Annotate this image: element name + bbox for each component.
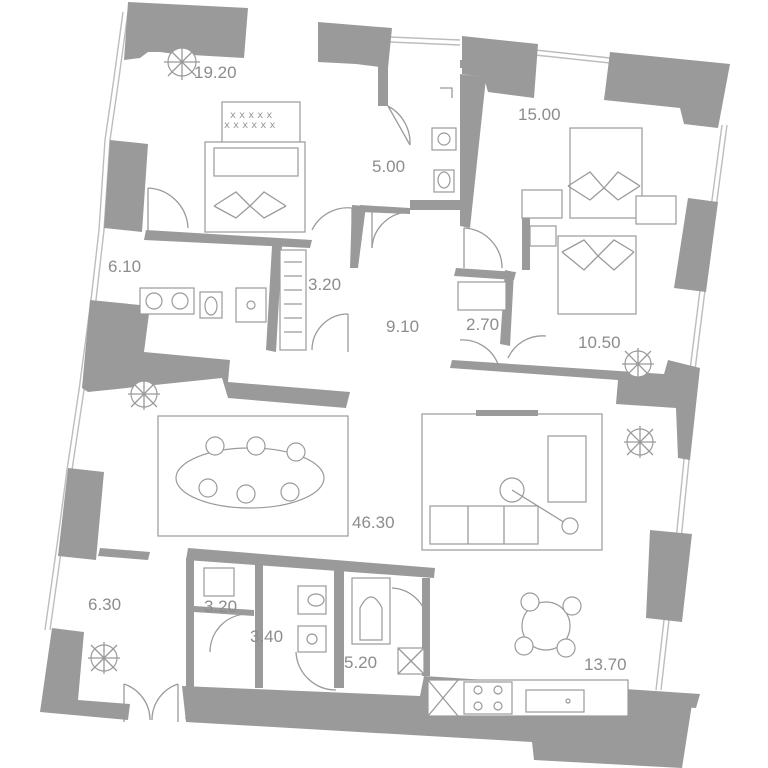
plant-3 [622, 348, 654, 380]
area-bedroom-2: 15.00 [518, 105, 561, 124]
wardrobe-1 [279, 249, 307, 351]
area-bathroom-1: 5.00 [372, 157, 405, 176]
bathroom-1-fixtures [431, 87, 457, 193]
area-storage: 3.20 [204, 597, 237, 616]
area-living-room: 46.30 [352, 513, 395, 532]
svg-text:x x x x x x: x x x x x x [224, 120, 275, 131]
bed-bedroom-3 [557, 235, 637, 315]
plant-5 [88, 642, 120, 674]
round-table [514, 592, 582, 658]
area-bathroom-3: 5.20 [344, 653, 377, 672]
bed-bedroom-1: x x x x x x x x x x x [204, 101, 306, 233]
plant-2 [128, 378, 160, 410]
doors [123, 105, 547, 722]
room-labels: 19.20 5.00 15.00 6.10 3.20 9.10 2.70 10.… [88, 63, 627, 674]
wardrobe-3 [529, 225, 557, 247]
area-wc: 3.40 [250, 627, 283, 646]
svg-text:x x x x x: x x x x x [230, 110, 272, 121]
dining-table [157, 415, 349, 537]
living-sofa [421, 410, 603, 551]
storage-fixtures [203, 567, 235, 597]
area-balcony: 6.30 [88, 595, 121, 614]
area-hall: 9.10 [386, 317, 419, 336]
plant-4 [624, 426, 656, 458]
furniture: x x x x x x x x x x x [88, 44, 677, 717]
walls [40, 2, 730, 768]
plant-1 [164, 44, 200, 80]
bathroom-3-fixtures [351, 577, 425, 675]
area-closet-1: 3.20 [308, 275, 341, 294]
area-bathroom-2: 6.10 [108, 257, 141, 276]
area-bedroom-1: 19.20 [194, 63, 237, 82]
wc-fixtures [297, 585, 327, 653]
wardrobe-2 [457, 281, 507, 311]
kitchen-fixtures [427, 679, 629, 717]
area-closet-2: 2.70 [466, 315, 499, 334]
area-bedroom-3: 10.50 [578, 333, 621, 352]
bathroom-2-fixtures [139, 287, 267, 323]
area-kitchen: 13.70 [584, 655, 627, 674]
bed-bedroom-2 [521, 127, 677, 225]
